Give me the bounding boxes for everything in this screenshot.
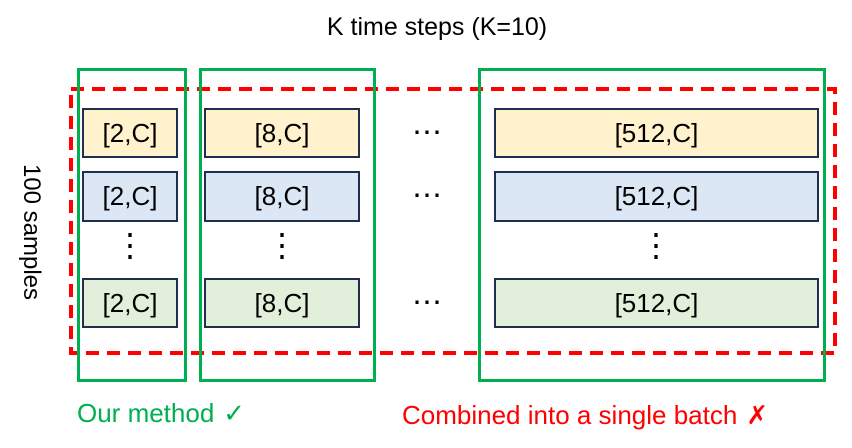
combined-batch-label: Combined into a single batch ✗ bbox=[402, 399, 768, 431]
tensor-cell: [512,C] bbox=[494, 171, 819, 222]
method-box-timestep-k bbox=[478, 68, 826, 382]
check-icon: ✓ bbox=[223, 398, 246, 428]
tensor-cell: [8,C] bbox=[204, 278, 360, 328]
method-box-timestep-1 bbox=[77, 68, 187, 382]
tensor-cell: [8,C] bbox=[204, 108, 360, 158]
tensor-cell: [512,C] bbox=[494, 108, 819, 158]
vertical-ellipsis: ⋮ bbox=[114, 227, 146, 263]
cross-icon: ✗ bbox=[746, 400, 769, 430]
vertical-ellipsis: ⋮ bbox=[640, 227, 672, 263]
method-box-timestep-2 bbox=[199, 68, 376, 382]
horizontal-ellipsis: ⋯ bbox=[412, 286, 442, 319]
our-method-text: Our method bbox=[77, 398, 215, 428]
tensor-cell: [2,C] bbox=[82, 278, 178, 328]
tensor-cell: [8,C] bbox=[204, 171, 360, 222]
horizontal-ellipsis: ⋯ bbox=[412, 116, 442, 149]
vertical-ellipsis: ⋮ bbox=[266, 227, 298, 263]
tensor-cell: [512,C] bbox=[494, 278, 819, 328]
our-method-label: Our method ✓ bbox=[77, 397, 245, 429]
combined-batch-text: Combined into a single batch bbox=[402, 400, 738, 430]
tensor-cell: [2,C] bbox=[82, 108, 178, 158]
tensor-cell: [2,C] bbox=[82, 171, 178, 222]
diagram-title: K time steps (K=10) bbox=[326, 13, 548, 41]
horizontal-ellipsis: ⋯ bbox=[412, 179, 442, 212]
